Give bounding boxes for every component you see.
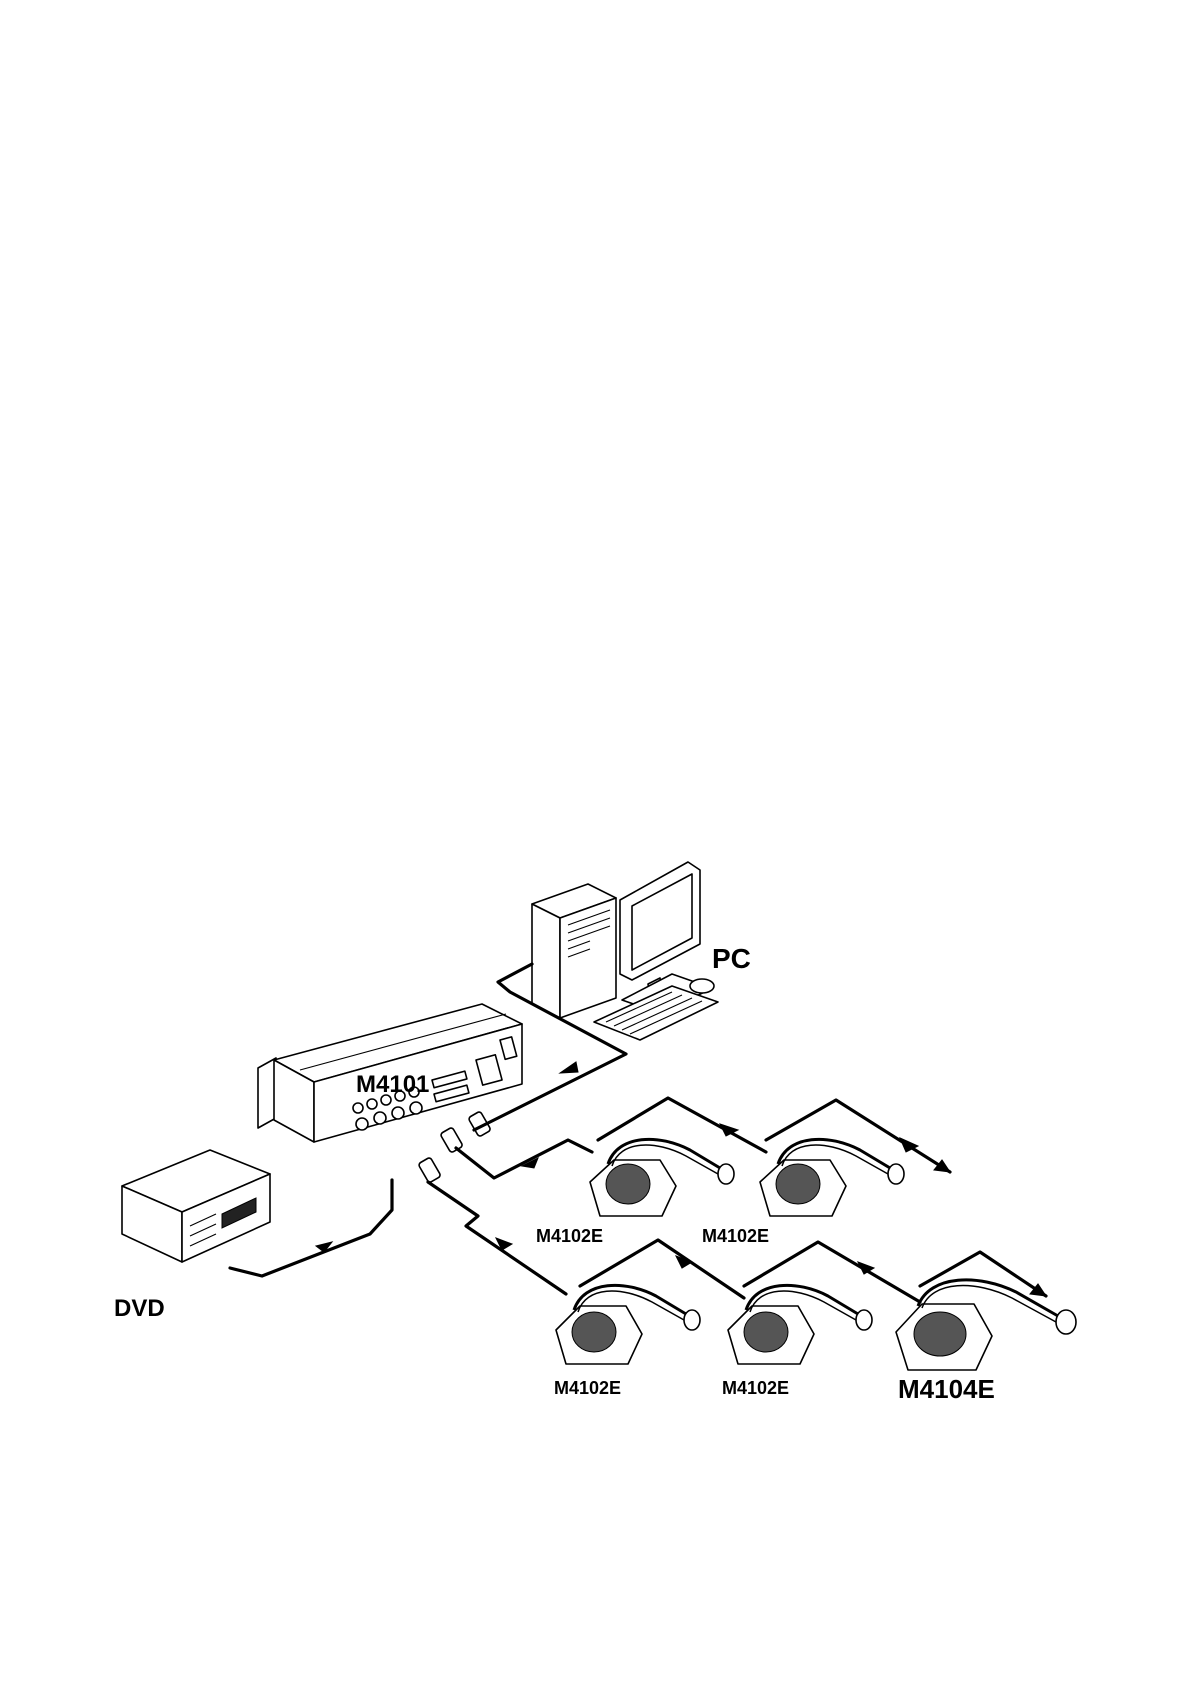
unit-m4102e-3 <box>556 1285 700 1364</box>
unit-m4102e-1 <box>590 1139 734 1216</box>
pc-computer <box>532 862 718 1040</box>
unit-m4102e-3-label: M4102E <box>554 1378 621 1398</box>
delegate-plug-2 <box>418 1157 441 1183</box>
dvd-label: DVD <box>114 1295 165 1322</box>
cable-m4101-to-row1 <box>456 1140 592 1178</box>
unit-m4102e-4 <box>728 1285 872 1364</box>
unit-m4104e-chairman <box>896 1280 1076 1370</box>
unit-m4102e-2-label: M4102E <box>702 1226 769 1246</box>
unit-m4102e-2 <box>760 1139 904 1216</box>
unit-m4102e-4-label: M4102E <box>722 1378 789 1398</box>
unit-m4102e-1-label: M4102E <box>536 1226 603 1246</box>
pc-label: PC <box>712 943 751 974</box>
cable-row2-link-1 <box>580 1240 744 1298</box>
dvd-player <box>122 1150 270 1262</box>
unit-m4104e-label: M4104E <box>898 1374 995 1404</box>
m4101-label: M4101 <box>356 1071 429 1098</box>
